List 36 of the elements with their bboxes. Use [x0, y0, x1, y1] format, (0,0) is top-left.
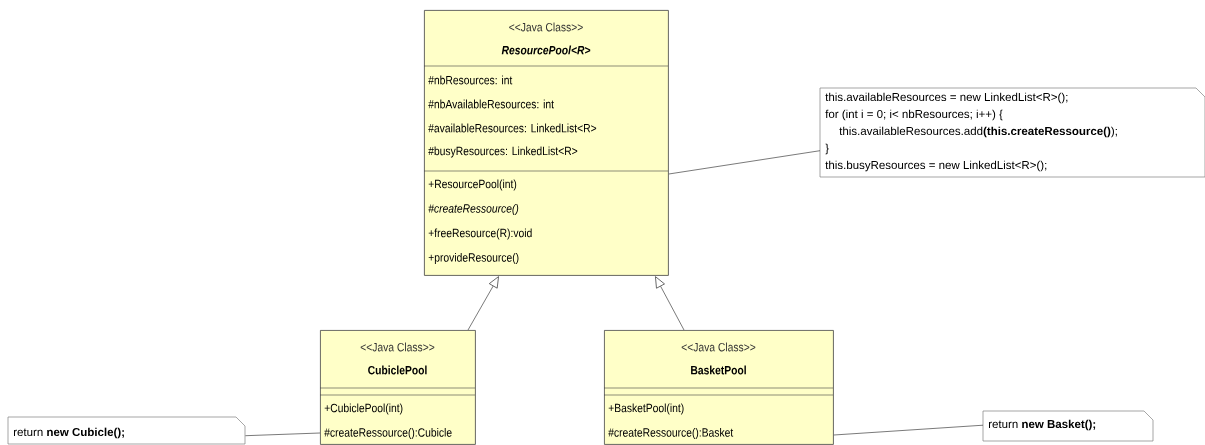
code-text: this.availableResources = new LinkedList<R>(); [825, 92, 1068, 104]
note [982, 410, 1154, 442]
attribute-text: #nbResources: int [428, 75, 513, 85]
method-text: +provideResource() [428, 252, 519, 265]
leader-line [668, 150, 821, 175]
method-text: +CubiclePool(int) [324, 403, 403, 415]
method-text: +freeResource(R):void [428, 228, 532, 240]
code-text: this.busyResources = new LinkedList<R>(); [825, 160, 1047, 172]
method-text: #createRessource():Cubicle [324, 427, 452, 440]
class-box [319, 330, 476, 445]
leader-line [245, 432, 321, 437]
note [7, 416, 246, 445]
class-name: CubiclePool [368, 365, 427, 375]
class-name: BasketPool [691, 365, 746, 375]
class-box [423, 10, 669, 276]
attribute-text: #availableResources: LinkedList<R> [428, 123, 597, 133]
stereotype-label: <<Java Class>> [509, 22, 583, 32]
code-text: return new Cubicle(); [13, 427, 124, 439]
code-text: } [825, 143, 829, 155]
method-text: #createRessource() [428, 203, 519, 216]
note [819, 87, 1205, 178]
code-text: return new Basket(); [989, 419, 1096, 431]
attribute-text: #busyResources: LinkedList<R> [428, 146, 578, 158]
code-text: for (int i = 0; i< nbResources; i++) { [825, 109, 1003, 121]
method-text: +BasketPool(int) [608, 403, 684, 415]
class-box [603, 330, 834, 445]
method-text: +ResourcePool(int) [428, 179, 517, 191]
code-text: this.availableResources.add(this.createRessource()); [839, 126, 1117, 138]
stereotype-label: <<Java Class>> [681, 342, 756, 352]
leader-line [833, 424, 984, 436]
generalization-arrow [655, 276, 685, 331]
generalization-arrow [467, 276, 499, 331]
class-name: ResourcePool<R> [501, 45, 591, 55]
attribute-text: #nbAvailableResources: int [428, 99, 554, 109]
method-text: #createRessource():Basket [608, 427, 734, 440]
stereotype-label: <<Java Class>> [360, 342, 435, 352]
